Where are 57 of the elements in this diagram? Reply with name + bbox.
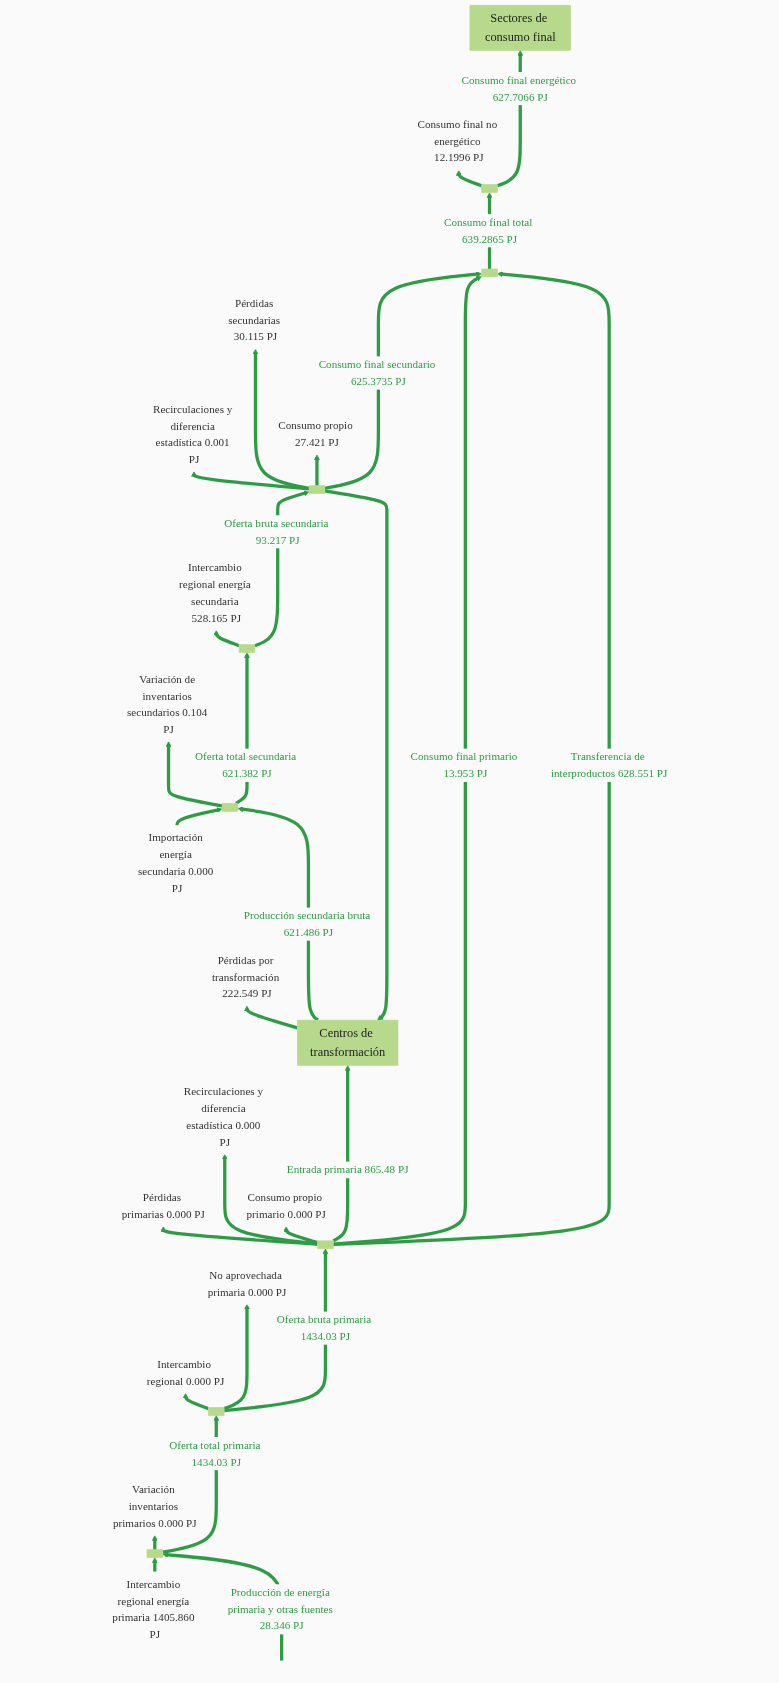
node-text: Intercambio regional 0.000 PJ	[146, 1357, 225, 1387]
arrow	[283, 1226, 319, 1245]
node-text: Consumo propio primario 0.000 PJ	[246, 1191, 326, 1221]
edge-label: Producción de energía primaria y otras fuentes 28.346 PJ	[227, 1586, 333, 1632]
node-box	[308, 485, 326, 494]
edge-label: Consumo final primario 13.953 PJ	[410, 750, 518, 780]
node-text: Consumo propio 27.421 PJ	[278, 419, 353, 449]
arrow	[182, 1392, 209, 1411]
node-text: Intercambio regional energía primaria 1405.860 PJ	[112, 1577, 195, 1641]
node-box	[208, 1407, 225, 1416]
node-box	[481, 184, 498, 193]
node-text: Consumo final no energético 12.1996 PJ	[417, 118, 498, 165]
edge-label: Transferencia de interproductos 628.551 PJ	[550, 750, 668, 780]
arrow	[455, 170, 483, 188]
node-box	[238, 644, 256, 653]
edge-label: Oferta bruta secundaria 93.217 PJ	[224, 517, 329, 547]
arrow	[324, 489, 389, 1021]
arrow	[175, 807, 223, 827]
edge-label: Oferta bruta primaria 1434.03 PJ	[276, 1313, 372, 1343]
node-text: Variación inventarios primarios 0.000 PJ	[112, 1483, 197, 1530]
arrow	[151, 1535, 158, 1551]
arrow	[324, 271, 482, 490]
edge-label: Consumo final total 639.2865 PJ	[443, 216, 533, 246]
node-box: Centros de transformación	[297, 1019, 399, 1066]
arrow	[213, 629, 240, 648]
arrow	[314, 454, 320, 487]
node-box: Sectores de consumo final	[469, 4, 571, 51]
node-text: Recirculaciones y diferencia estadística 0.001 PJ	[152, 402, 233, 466]
arrow	[252, 348, 310, 490]
node-text: Pérdidas secundarias 30.115 PJ	[228, 297, 281, 343]
edge-label: Producción secundaria bruta 621.486 PJ	[243, 909, 371, 939]
arrow	[333, 276, 482, 1246]
node-box	[146, 1549, 163, 1558]
node-box	[317, 1240, 334, 1249]
edge-label: Consumo final secundario 625.3735 PJ	[318, 358, 436, 388]
arrow	[223, 1303, 250, 1411]
edge-label: Oferta total secundaria 621.382 PJ	[194, 750, 297, 780]
node-text: No aprovechada primaria 0.000 PJ	[207, 1268, 287, 1299]
arrow	[332, 1065, 351, 1243]
node-text: Variación de inventarios secundarios 0.104 PJ	[127, 672, 208, 736]
node-text: Recirculaciones y diferencia estadística 0.000 PJ	[183, 1085, 264, 1148]
node-text: Intercambio regional energía secundaria 528.165 PJ	[179, 561, 251, 624]
edge-label: Oferta total primaria 1434.03 PJ	[169, 1438, 261, 1468]
arrow	[165, 741, 223, 808]
edge-label: Consumo final energético 627.7066 PJ	[461, 73, 577, 103]
node-text: Pérdidas primarias 0.000 PJ	[121, 1191, 205, 1221]
arrow	[160, 1226, 318, 1246]
node-text: Importación energía secundaria 0.000 PJ	[137, 831, 214, 894]
node-text: Pérdidas por transformación 222.549 PJ	[211, 953, 280, 1000]
arrow	[221, 1153, 318, 1246]
arrow	[244, 1005, 298, 1030]
arrow	[191, 471, 310, 491]
node-box	[481, 268, 498, 278]
arrow	[333, 271, 611, 1247]
node-box	[221, 803, 239, 812]
arrow	[223, 1248, 329, 1413]
edge-label: Entrada primaria 865.48 PJ	[286, 1163, 409, 1176]
